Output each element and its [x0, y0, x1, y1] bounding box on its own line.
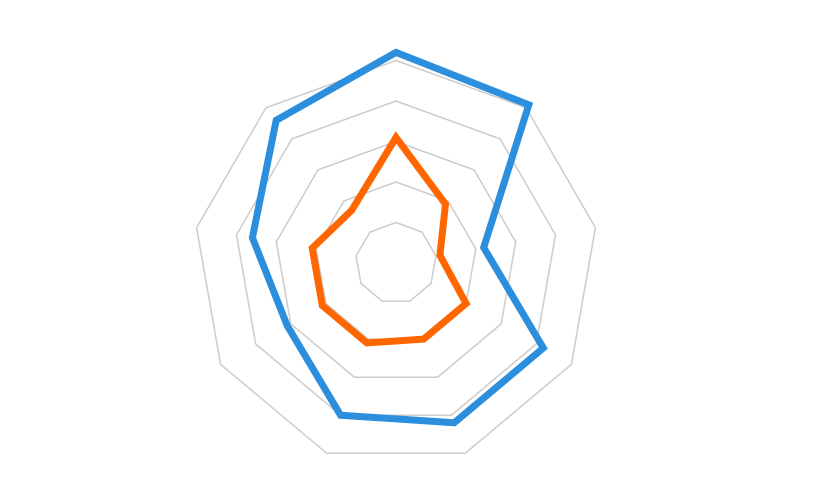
- grid-ring-5: [195, 59, 597, 455]
- radar-series: [248, 48, 548, 427]
- series-2-line: [308, 131, 471, 347]
- grid-ring-4: [235, 100, 557, 416]
- series-1-line: [248, 48, 548, 427]
- grid-ring-1: [355, 221, 437, 302]
